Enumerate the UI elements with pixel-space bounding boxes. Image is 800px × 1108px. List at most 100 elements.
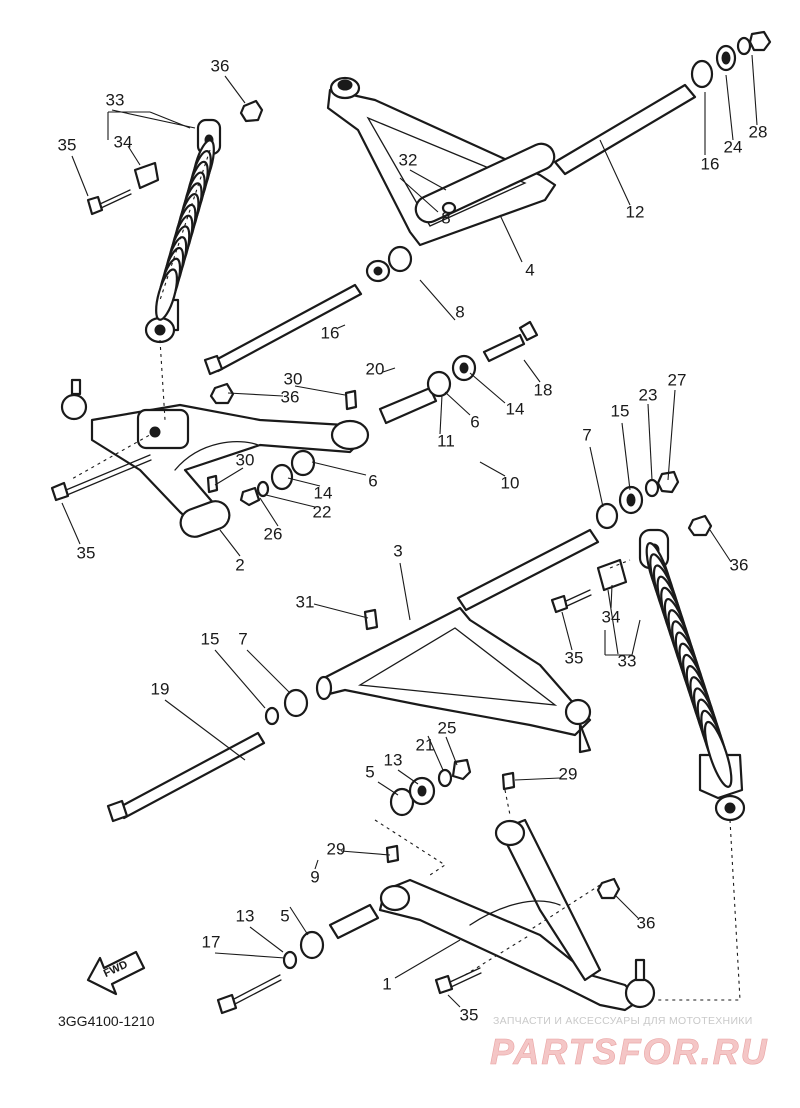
upper-left-bolt-20 <box>203 283 363 376</box>
callout-number: 6 <box>368 471 377 490</box>
leader-line <box>427 735 444 771</box>
leader-line <box>607 589 619 655</box>
watermark-tagline: ЗАПЧАСТИ И АКСЕССУАРЫ ДЛЯ МОТОТЕХНИКИ <box>493 1015 753 1027</box>
callout-number: 20 <box>366 359 385 378</box>
callout-number: 16 <box>701 154 720 173</box>
callout-number: 28 <box>749 122 768 141</box>
callout-numbers: 1234556677889101112131314141515161617181… <box>58 56 768 1024</box>
leader-line <box>214 952 286 959</box>
callout-number: 12 <box>626 202 645 221</box>
leader-line <box>219 529 241 557</box>
callout-number: 10 <box>501 473 520 492</box>
leader-line <box>164 699 246 761</box>
callout-number: 30 <box>236 450 255 469</box>
callout-number: 29 <box>559 764 578 783</box>
leader-line <box>71 155 89 197</box>
leader-line <box>725 74 734 141</box>
left-shock-spring <box>155 139 215 321</box>
leader-line <box>610 584 613 609</box>
callout-number: 13 <box>236 906 255 925</box>
callout-number: 7 <box>238 629 247 648</box>
leader-line <box>311 461 367 476</box>
callout-number: 8 <box>441 208 450 227</box>
upper-right-a-arm <box>326 76 557 247</box>
leader-line <box>444 391 471 416</box>
leader-line <box>631 619 641 656</box>
callout-number: 26 <box>264 524 283 543</box>
spring-coil <box>703 720 733 788</box>
leader-line <box>149 111 191 129</box>
leader-line <box>419 279 456 321</box>
upper-right-bushings <box>365 30 772 283</box>
leader-line <box>394 939 461 979</box>
leader-line <box>259 497 279 527</box>
callout-number: 23 <box>639 385 658 404</box>
callout-number: 25 <box>438 718 457 737</box>
callout-number: 30 <box>284 369 303 388</box>
callout-number: 24 <box>724 137 743 156</box>
callout-number: 35 <box>58 135 77 154</box>
leader-line <box>127 145 141 166</box>
diagram-code: 3GG4100-1210 <box>58 1013 155 1029</box>
leader-line <box>469 372 506 404</box>
leader-line <box>294 385 346 396</box>
callout-number: 35 <box>460 1005 479 1024</box>
callout-leader-lines <box>61 54 758 1008</box>
callout-number: 15 <box>201 629 220 648</box>
leader-line <box>589 446 604 508</box>
upper-left-a-arm <box>60 378 370 538</box>
leader-line <box>377 781 399 796</box>
callout-number: 7 <box>582 425 591 444</box>
callout-number: 2 <box>235 555 244 574</box>
leader-line <box>249 926 284 953</box>
leader-line <box>647 403 653 481</box>
assembly-lines <box>69 149 741 1001</box>
callout-number: 31 <box>296 592 315 611</box>
leader-line <box>561 611 573 651</box>
upper-left-bushings-6-10-14 <box>378 320 539 425</box>
leader-line <box>397 769 419 785</box>
callout-number: 36 <box>637 913 656 932</box>
leader-line <box>399 562 411 621</box>
callout-number: 13 <box>384 750 403 769</box>
leader-line <box>287 477 321 487</box>
callout-number: 19 <box>151 679 170 698</box>
leader-line <box>214 467 244 486</box>
callout-number: 4 <box>525 260 534 279</box>
callout-number: 8 <box>455 302 464 321</box>
callout-number: 9 <box>310 867 319 886</box>
callout-number: 22 <box>313 502 332 521</box>
leader-line <box>289 906 309 936</box>
leader-line <box>409 169 447 191</box>
leader-line <box>246 649 291 694</box>
lower-left-a-arm <box>378 818 656 1012</box>
shaft-11 <box>456 528 600 612</box>
leader-line <box>399 177 439 213</box>
leader-line <box>61 502 81 545</box>
callout-number: 5 <box>365 762 374 781</box>
callout-number: 16 <box>321 323 340 342</box>
callout-number: 6 <box>470 412 479 431</box>
callout-number: 34 <box>114 132 133 151</box>
leader-line <box>614 894 639 919</box>
left-shock-bolt-35 <box>86 99 264 216</box>
leader-line <box>227 392 284 397</box>
leader-line <box>337 324 346 329</box>
leader-line <box>340 850 391 856</box>
callout-number: 34 <box>602 607 621 626</box>
lower-left-bolt-19 <box>106 731 266 823</box>
leader-line <box>439 394 443 435</box>
leader-line <box>499 214 523 263</box>
leader-line <box>214 649 266 709</box>
watermark-logo-text: PARTSFOR.RU <box>490 1031 769 1072</box>
callout-number: 14 <box>506 399 525 418</box>
lower-left-hardware <box>216 688 621 1015</box>
callout-number: 29 <box>327 839 346 858</box>
callout-number: 27 <box>668 370 687 389</box>
lower-right-hardware <box>363 470 713 631</box>
leader-line <box>523 359 541 383</box>
leader-line <box>313 603 369 619</box>
leader-line <box>382 367 396 373</box>
spring-coil <box>155 268 179 321</box>
